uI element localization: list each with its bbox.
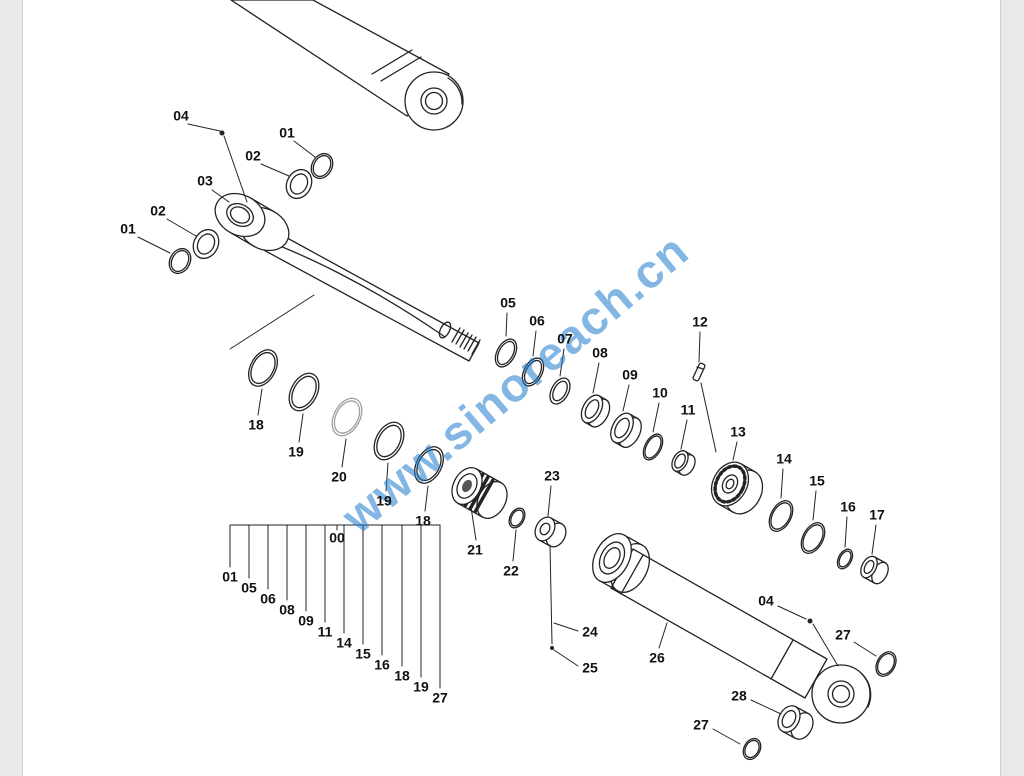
callout-05: 05 <box>241 579 257 596</box>
part-25-plug <box>550 646 554 650</box>
part-13-lock-ring <box>710 461 764 515</box>
callout-17: 17 <box>869 506 885 523</box>
callout-21: 21 <box>467 541 483 558</box>
callout-05: 05 <box>500 294 516 311</box>
callout-28: 28 <box>731 687 747 704</box>
part-04-plug-top <box>219 130 225 136</box>
callout-03: 03 <box>197 172 213 189</box>
callout-27: 27 <box>835 626 851 643</box>
callout-19: 19 <box>376 492 392 509</box>
part-18-oring-b <box>414 446 444 484</box>
callout-09: 09 <box>622 366 638 383</box>
callout-01: 01 <box>120 220 136 237</box>
callout-10: 10 <box>652 384 668 401</box>
callout-19: 19 <box>413 678 429 695</box>
part-15-seal-ring <box>800 522 826 554</box>
callout-22: 22 <box>503 562 519 579</box>
part-18-oring-a <box>248 349 278 387</box>
callout-06: 06 <box>260 590 276 607</box>
callout-09: 09 <box>298 612 314 629</box>
part-01-oring-left <box>168 247 192 275</box>
part-19-oring-b <box>373 421 405 461</box>
callout-13: 13 <box>730 423 746 440</box>
callout-19: 19 <box>288 443 304 460</box>
callout-08: 08 <box>279 601 295 618</box>
callout-14: 14 <box>776 450 792 467</box>
callout-16: 16 <box>374 656 390 673</box>
callout-26: 26 <box>649 649 665 666</box>
callout-16: 16 <box>840 498 856 515</box>
part-27-snap-ring-bottom <box>742 737 762 761</box>
callout-24: 24 <box>582 623 598 640</box>
callout-18: 18 <box>415 512 431 529</box>
part-19-oring-a <box>288 372 320 412</box>
callout-02: 02 <box>245 147 261 164</box>
callout-14: 14 <box>336 634 352 651</box>
part-10-seal-ring <box>642 433 664 461</box>
part-20-oring <box>331 397 363 437</box>
callout-08: 08 <box>592 344 608 361</box>
rod-and-gland <box>214 192 481 362</box>
callout-18: 18 <box>248 416 264 433</box>
part-05-seal-ring <box>494 338 518 368</box>
part-16-seal-ring <box>836 548 854 570</box>
leader-lines <box>137 123 877 745</box>
callout-00: 00 <box>329 529 345 546</box>
part-07-seal-ring <box>549 377 571 405</box>
callout-04: 04 <box>173 107 189 124</box>
callout-04: 04 <box>758 592 774 609</box>
part-02-ring-left <box>192 228 220 260</box>
callout-11: 11 <box>317 623 333 640</box>
callout-15: 15 <box>809 472 825 489</box>
part-21-piston <box>451 467 508 519</box>
callout-25: 25 <box>582 659 598 676</box>
callout-07: 07 <box>557 330 573 347</box>
callout-23: 23 <box>544 467 560 484</box>
part-02-ring-upper <box>285 168 313 200</box>
part-04-plug-bottom <box>807 618 813 624</box>
part-26-cylinder-tube <box>592 533 872 724</box>
part-06-seal-ring <box>521 357 545 387</box>
part-08-bushing <box>580 394 611 428</box>
callout-06: 06 <box>529 312 545 329</box>
callout-15: 15 <box>355 645 371 662</box>
part-09-bushing <box>610 412 642 448</box>
part-14-seal-ring <box>768 500 794 532</box>
part-22-seal-ring <box>508 507 526 529</box>
part-27-snap-ring-right <box>875 651 897 677</box>
part-17-sleeve <box>860 555 889 585</box>
part-01-oring-upper <box>310 152 334 180</box>
paper <box>22 0 1001 776</box>
callout-01: 01 <box>279 124 295 141</box>
callout-01: 01 <box>222 568 238 585</box>
part-11-bushing <box>671 450 696 476</box>
piston-rod-clevis <box>230 0 464 131</box>
part-12-pin <box>692 362 706 382</box>
callout-27: 27 <box>693 716 709 733</box>
callout-18: 18 <box>394 667 410 684</box>
callout-27: 27 <box>432 689 448 706</box>
kit-bracket <box>229 524 441 689</box>
callout-12: 12 <box>692 313 708 330</box>
part-28-bushing <box>777 705 814 740</box>
callout-11: 11 <box>680 401 696 418</box>
callout-20: 20 <box>331 468 347 485</box>
part-23-nut <box>534 516 567 548</box>
callout-02: 02 <box>150 202 166 219</box>
